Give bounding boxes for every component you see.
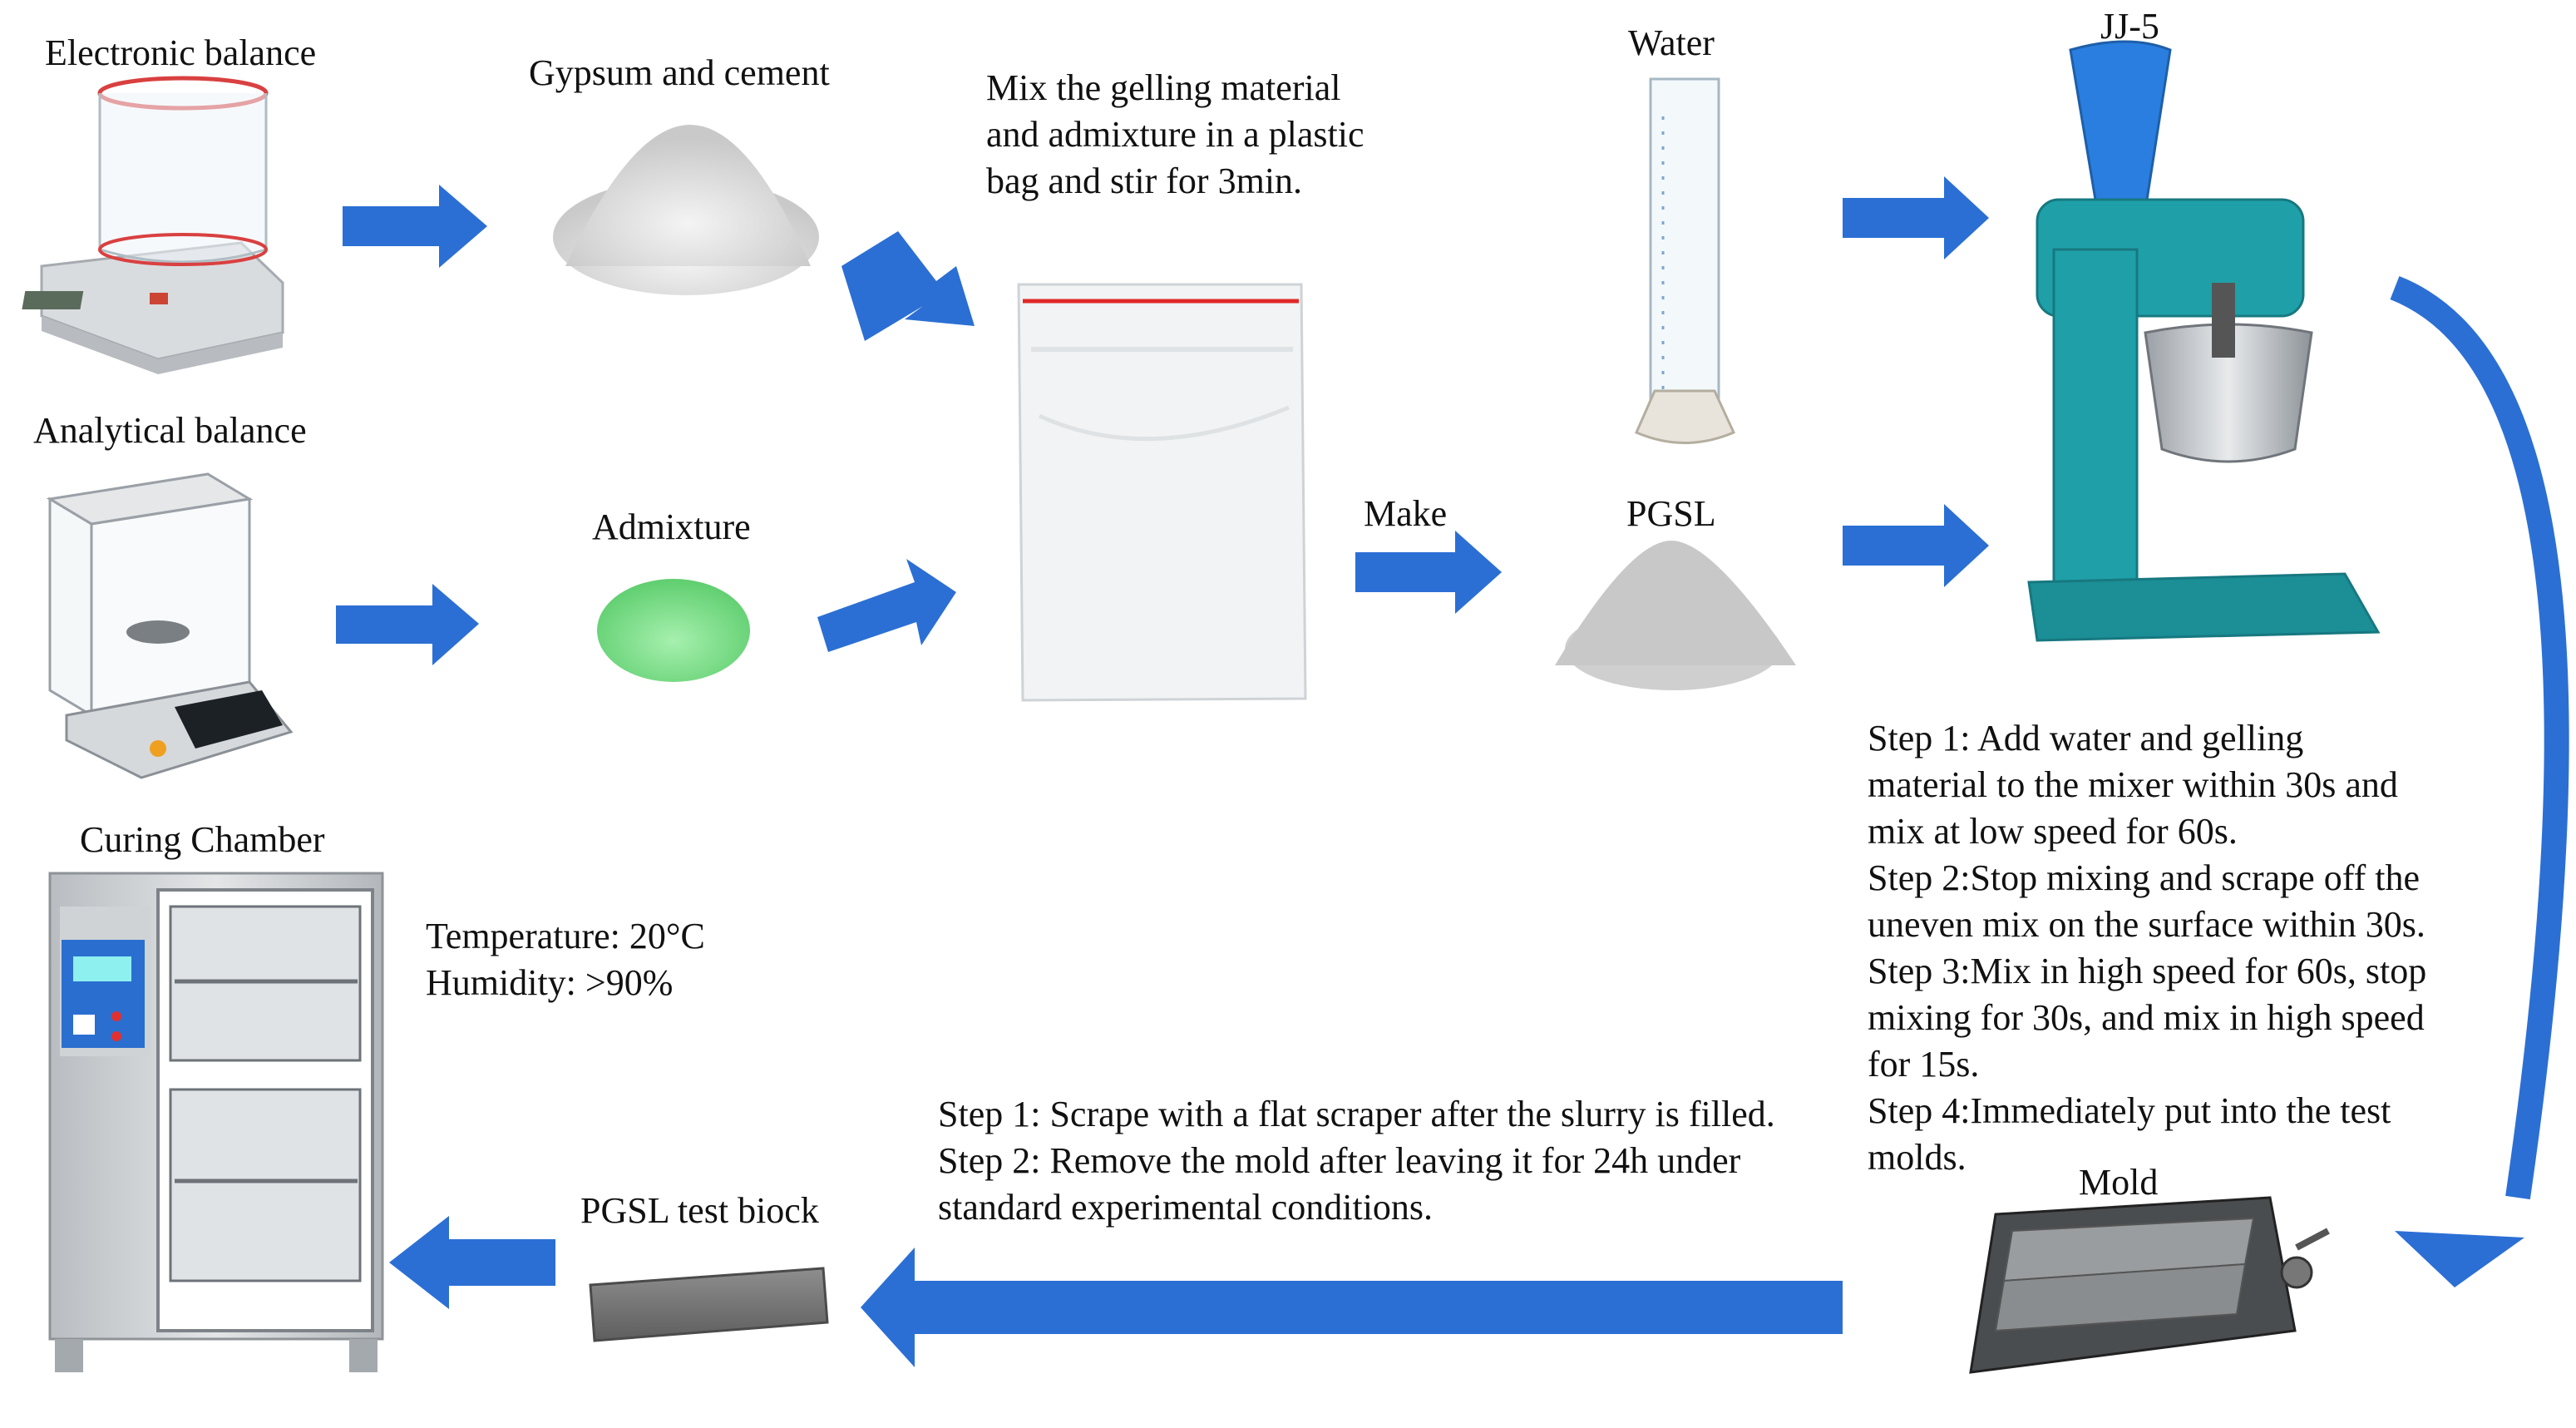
label-analytical-balance: Analytical balance bbox=[33, 410, 307, 451]
humidity-text: Humidity: >90% bbox=[426, 962, 674, 1003]
label-make: Make bbox=[1364, 493, 1448, 534]
mold-icon bbox=[1969, 1196, 2330, 1374]
mixer-step-line: Step 1: Add water and gelling bbox=[1868, 718, 2304, 758]
mix-note-line: Mix the gelling material bbox=[986, 67, 1341, 108]
label-mold: Mold bbox=[2079, 1162, 2159, 1203]
mold-steps: Step 1: Scrape with a flat scraper after… bbox=[938, 1091, 1775, 1231]
label-water: Water bbox=[1628, 22, 1715, 63]
mixer-step-line: mix at low speed for 60s. bbox=[1868, 811, 2238, 852]
admixture-powder-icon bbox=[597, 579, 750, 682]
mixer-step-line: mixing for 30s, and mix in high speed bbox=[1868, 997, 2425, 1038]
label-jj5: JJ-5 bbox=[2100, 6, 2159, 47]
label-test-block: PGSL test biock bbox=[580, 1190, 819, 1231]
arrow-balance-to-gypsum bbox=[343, 185, 487, 268]
mixer-step-line: molds. bbox=[1868, 1137, 1967, 1178]
label-gypsum-cement: Gypsum and cement bbox=[529, 52, 830, 93]
mixer-step-line: material to the mixer within 30s and bbox=[1868, 764, 2398, 805]
temperature-text: Temperature: 20°C bbox=[426, 916, 705, 956]
arrow-admixture-to-bag bbox=[817, 559, 956, 652]
arrow-block-to-chamber bbox=[389, 1216, 555, 1309]
graduated-cylinder-icon bbox=[1635, 77, 1736, 444]
mixer-step-line: uneven mix on the surface within 30s. bbox=[1868, 904, 2425, 945]
pgsl-test-block-icon bbox=[589, 1267, 829, 1342]
mix-note-line: and admixture in a plastic bbox=[986, 114, 1364, 155]
arrow-balance-to-admixture bbox=[336, 584, 479, 665]
mix-note-line: bag and stir for 3min. bbox=[986, 161, 1303, 201]
mixer-step-line: Step 2:Stop mixing and scrape off the bbox=[1868, 857, 2420, 898]
label-electronic-balance: Electronic balance bbox=[45, 32, 317, 73]
mixer-steps: Step 1: Add water and gelling material t… bbox=[1868, 715, 2426, 1181]
mold-step-line: Step 2: Remove the mold after leaving it… bbox=[938, 1140, 1741, 1181]
arrow-water-to-mixer bbox=[1843, 176, 1989, 259]
gypsum-powder-pile bbox=[565, 125, 811, 266]
electronic-balance-icon bbox=[22, 76, 284, 374]
plastic-bag-icon bbox=[1017, 283, 1307, 702]
label-admixture: Admixture bbox=[592, 506, 751, 547]
analytical-balance-icon bbox=[46, 472, 294, 779]
label-pgsl: PGSL bbox=[1626, 493, 1716, 534]
mixer-step-line: Step 3:Mix in high speed for 60s, stop bbox=[1868, 951, 2427, 991]
arrow-pgsl-to-mixer bbox=[1843, 504, 1989, 587]
jj5-mixer-icon bbox=[2027, 40, 2381, 642]
mold-step-line: standard experimental conditions. bbox=[938, 1187, 1434, 1228]
arrow-gypsum-to-bag bbox=[841, 231, 975, 341]
mixer-step-line: Step 4:Immediately put into the test bbox=[1868, 1090, 2391, 1131]
mixer-step-line: for 15s. bbox=[1868, 1044, 1980, 1085]
label-curing-conditions: Temperature: 20°C Humidity: >90% bbox=[426, 913, 705, 1006]
arrow-mold-to-block bbox=[861, 1248, 1843, 1367]
label-mix-note: Mix the gelling material and admixture i… bbox=[986, 65, 1364, 205]
flow-arrows bbox=[336, 176, 1989, 1367]
mold-step-line: Step 1: Scrape with a flat scraper after… bbox=[938, 1094, 1775, 1134]
arrow-mixer-to-mold-head bbox=[2395, 1231, 2524, 1287]
label-curing-chamber: Curing Chamber bbox=[80, 819, 325, 860]
pgsl-powder-pile bbox=[1555, 541, 1796, 665]
arrow-mixer-to-mold bbox=[2390, 276, 2569, 1200]
arrow-bag-to-pgsl bbox=[1355, 531, 1502, 614]
curing-chamber-icon bbox=[48, 872, 384, 1372]
